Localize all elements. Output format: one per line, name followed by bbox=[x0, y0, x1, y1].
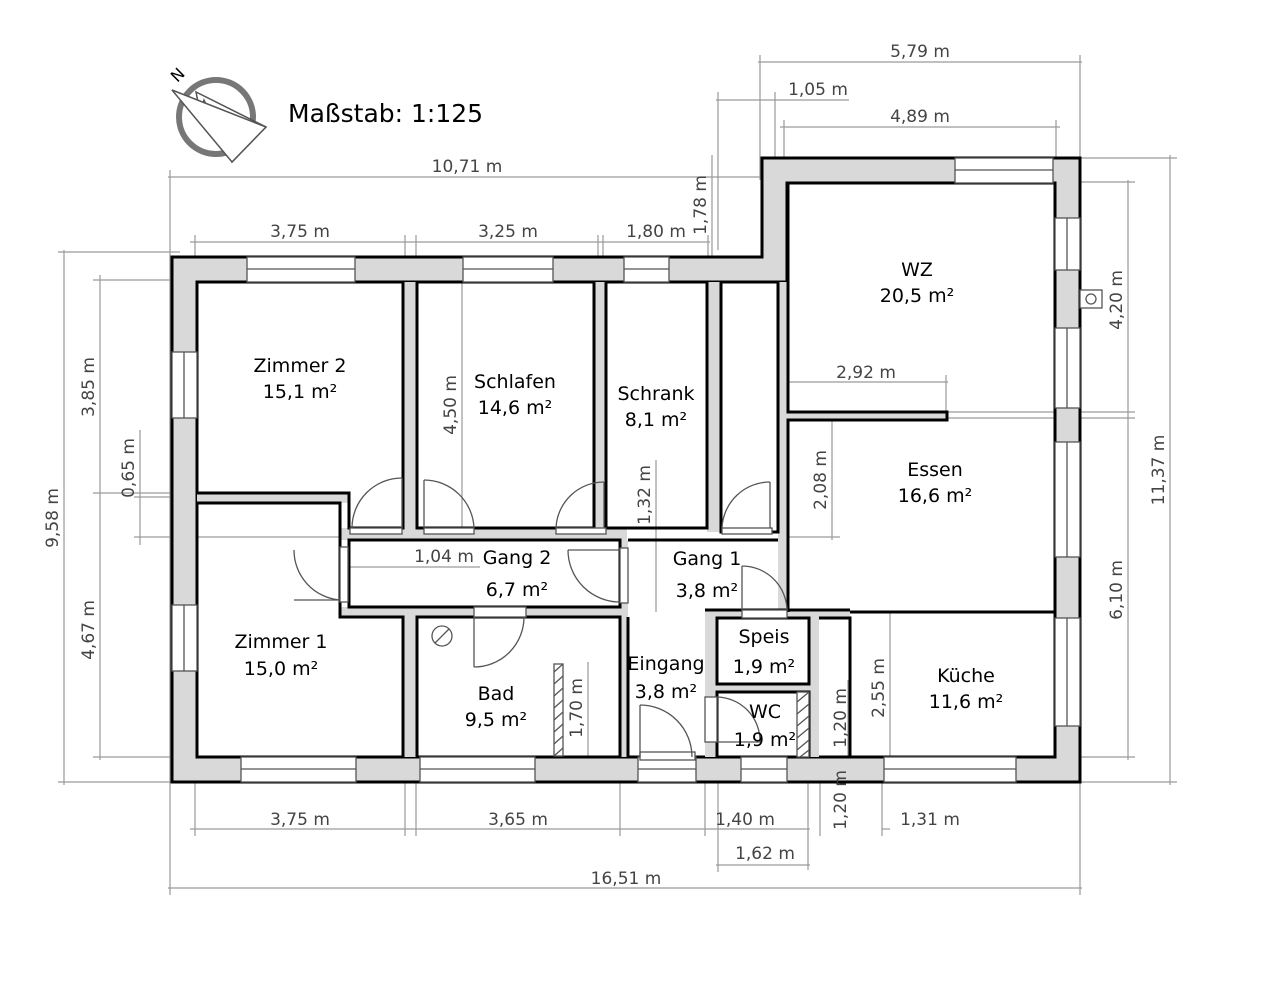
dim-label: 11,37 m bbox=[1149, 435, 1169, 506]
dim-label: 1,04 m bbox=[414, 547, 474, 567]
dim-label: 1,62 m bbox=[735, 844, 795, 864]
room-area-gang-1: 3,8 m² bbox=[676, 580, 738, 602]
dim-label: 5,79 m bbox=[890, 42, 950, 62]
room-area-wc: 1,9 m² bbox=[734, 729, 796, 751]
room-area-gang-2: 6,7 m² bbox=[486, 579, 548, 601]
room-area-wz: 20,5 m² bbox=[880, 285, 954, 307]
shaft-hatching bbox=[553, 663, 810, 758]
dim-label: 9,58 m bbox=[43, 488, 63, 548]
dim-label: 3,85 m bbox=[79, 357, 99, 417]
room-name-eingang: Eingang bbox=[627, 653, 704, 675]
dim-label: 4,89 m bbox=[890, 107, 950, 127]
room-name-gang-1: Gang 1 bbox=[673, 548, 742, 570]
room-area-speis: 1,9 m² bbox=[733, 656, 795, 678]
room-area-schlafen: 14,6 m² bbox=[478, 397, 552, 419]
north-arrow-icon: N bbox=[167, 64, 268, 164]
dim-label: 3,25 m bbox=[478, 222, 538, 242]
room-labels: Zimmer 2 15,1 m² Schlafen 14,6 m² Schran… bbox=[235, 259, 1004, 751]
room-area-essen: 16,6 m² bbox=[898, 485, 972, 507]
dim-label: 1,40 m bbox=[715, 810, 775, 830]
room-area-eingang: 3,8 m² bbox=[635, 681, 697, 703]
dim-label: 1,78 m bbox=[691, 175, 711, 235]
room-name-zimmer-2: Zimmer 2 bbox=[254, 355, 347, 377]
room-name-essen: Essen bbox=[907, 459, 963, 481]
dim-label: 1,20 m bbox=[831, 770, 851, 830]
dim-label: 4,67 m bbox=[79, 600, 99, 660]
room-name-bad: Bad bbox=[478, 683, 515, 705]
compass-letter: N bbox=[167, 64, 189, 86]
room-name-schlafen: Schlafen bbox=[474, 371, 556, 393]
dim-label: 4,50 m bbox=[441, 375, 461, 435]
dim-label: 4,20 m bbox=[1107, 270, 1127, 330]
dim-label: 2,08 m bbox=[811, 450, 831, 510]
dim-label: 1,32 m bbox=[635, 465, 655, 525]
dim-label: 6,10 m bbox=[1107, 560, 1127, 620]
fixtures bbox=[431, 289, 1103, 647]
room-name-speis: Speis bbox=[739, 626, 790, 648]
dim-label: 1,20 m bbox=[831, 688, 851, 748]
room-area-bad: 9,5 m² bbox=[465, 709, 527, 731]
scale-label: Maßstab: 1:125 bbox=[288, 99, 483, 128]
room-name-schrank: Schrank bbox=[617, 383, 694, 405]
dim-label: 16,51 m bbox=[591, 869, 662, 889]
dim-label: 2,55 m bbox=[869, 658, 889, 718]
room-area-zimmer-1: 15,0 m² bbox=[244, 658, 318, 680]
dim-label: 3,75 m bbox=[270, 810, 330, 830]
dim-label: 10,71 m bbox=[432, 157, 503, 177]
room-area-kueche: 11,6 m² bbox=[929, 691, 1003, 713]
room-area-zimmer-2: 15,1 m² bbox=[263, 381, 337, 403]
room-name-kueche: Küche bbox=[937, 665, 995, 687]
windows bbox=[171, 157, 1081, 783]
dimension-labels: 5,79 m 1,05 m 4,89 m 10,71 m 3,75 m 3,25… bbox=[43, 42, 1169, 889]
dim-label: 1,05 m bbox=[788, 80, 848, 100]
dim-label: 3,75 m bbox=[270, 222, 330, 242]
dim-label: 1,80 m bbox=[626, 222, 686, 242]
chimney-icon bbox=[1079, 289, 1103, 309]
dim-label: 1,70 m bbox=[567, 678, 587, 738]
dim-label: 0,65 m bbox=[119, 438, 139, 498]
dim-label: 1,31 m bbox=[900, 810, 960, 830]
walls bbox=[170, 156, 1082, 784]
room-name-zimmer-1: Zimmer 1 bbox=[235, 631, 328, 653]
room-area-schrank: 8,1 m² bbox=[625, 409, 687, 431]
room-name-wz: WZ bbox=[901, 259, 933, 281]
dim-label: 2,92 m bbox=[836, 363, 896, 383]
dim-label: 3,65 m bbox=[488, 810, 548, 830]
room-name-wc: WC bbox=[749, 701, 781, 723]
doors bbox=[293, 477, 788, 761]
room-name-gang-2: Gang 2 bbox=[483, 547, 552, 569]
floor-drain-icon bbox=[431, 625, 453, 647]
